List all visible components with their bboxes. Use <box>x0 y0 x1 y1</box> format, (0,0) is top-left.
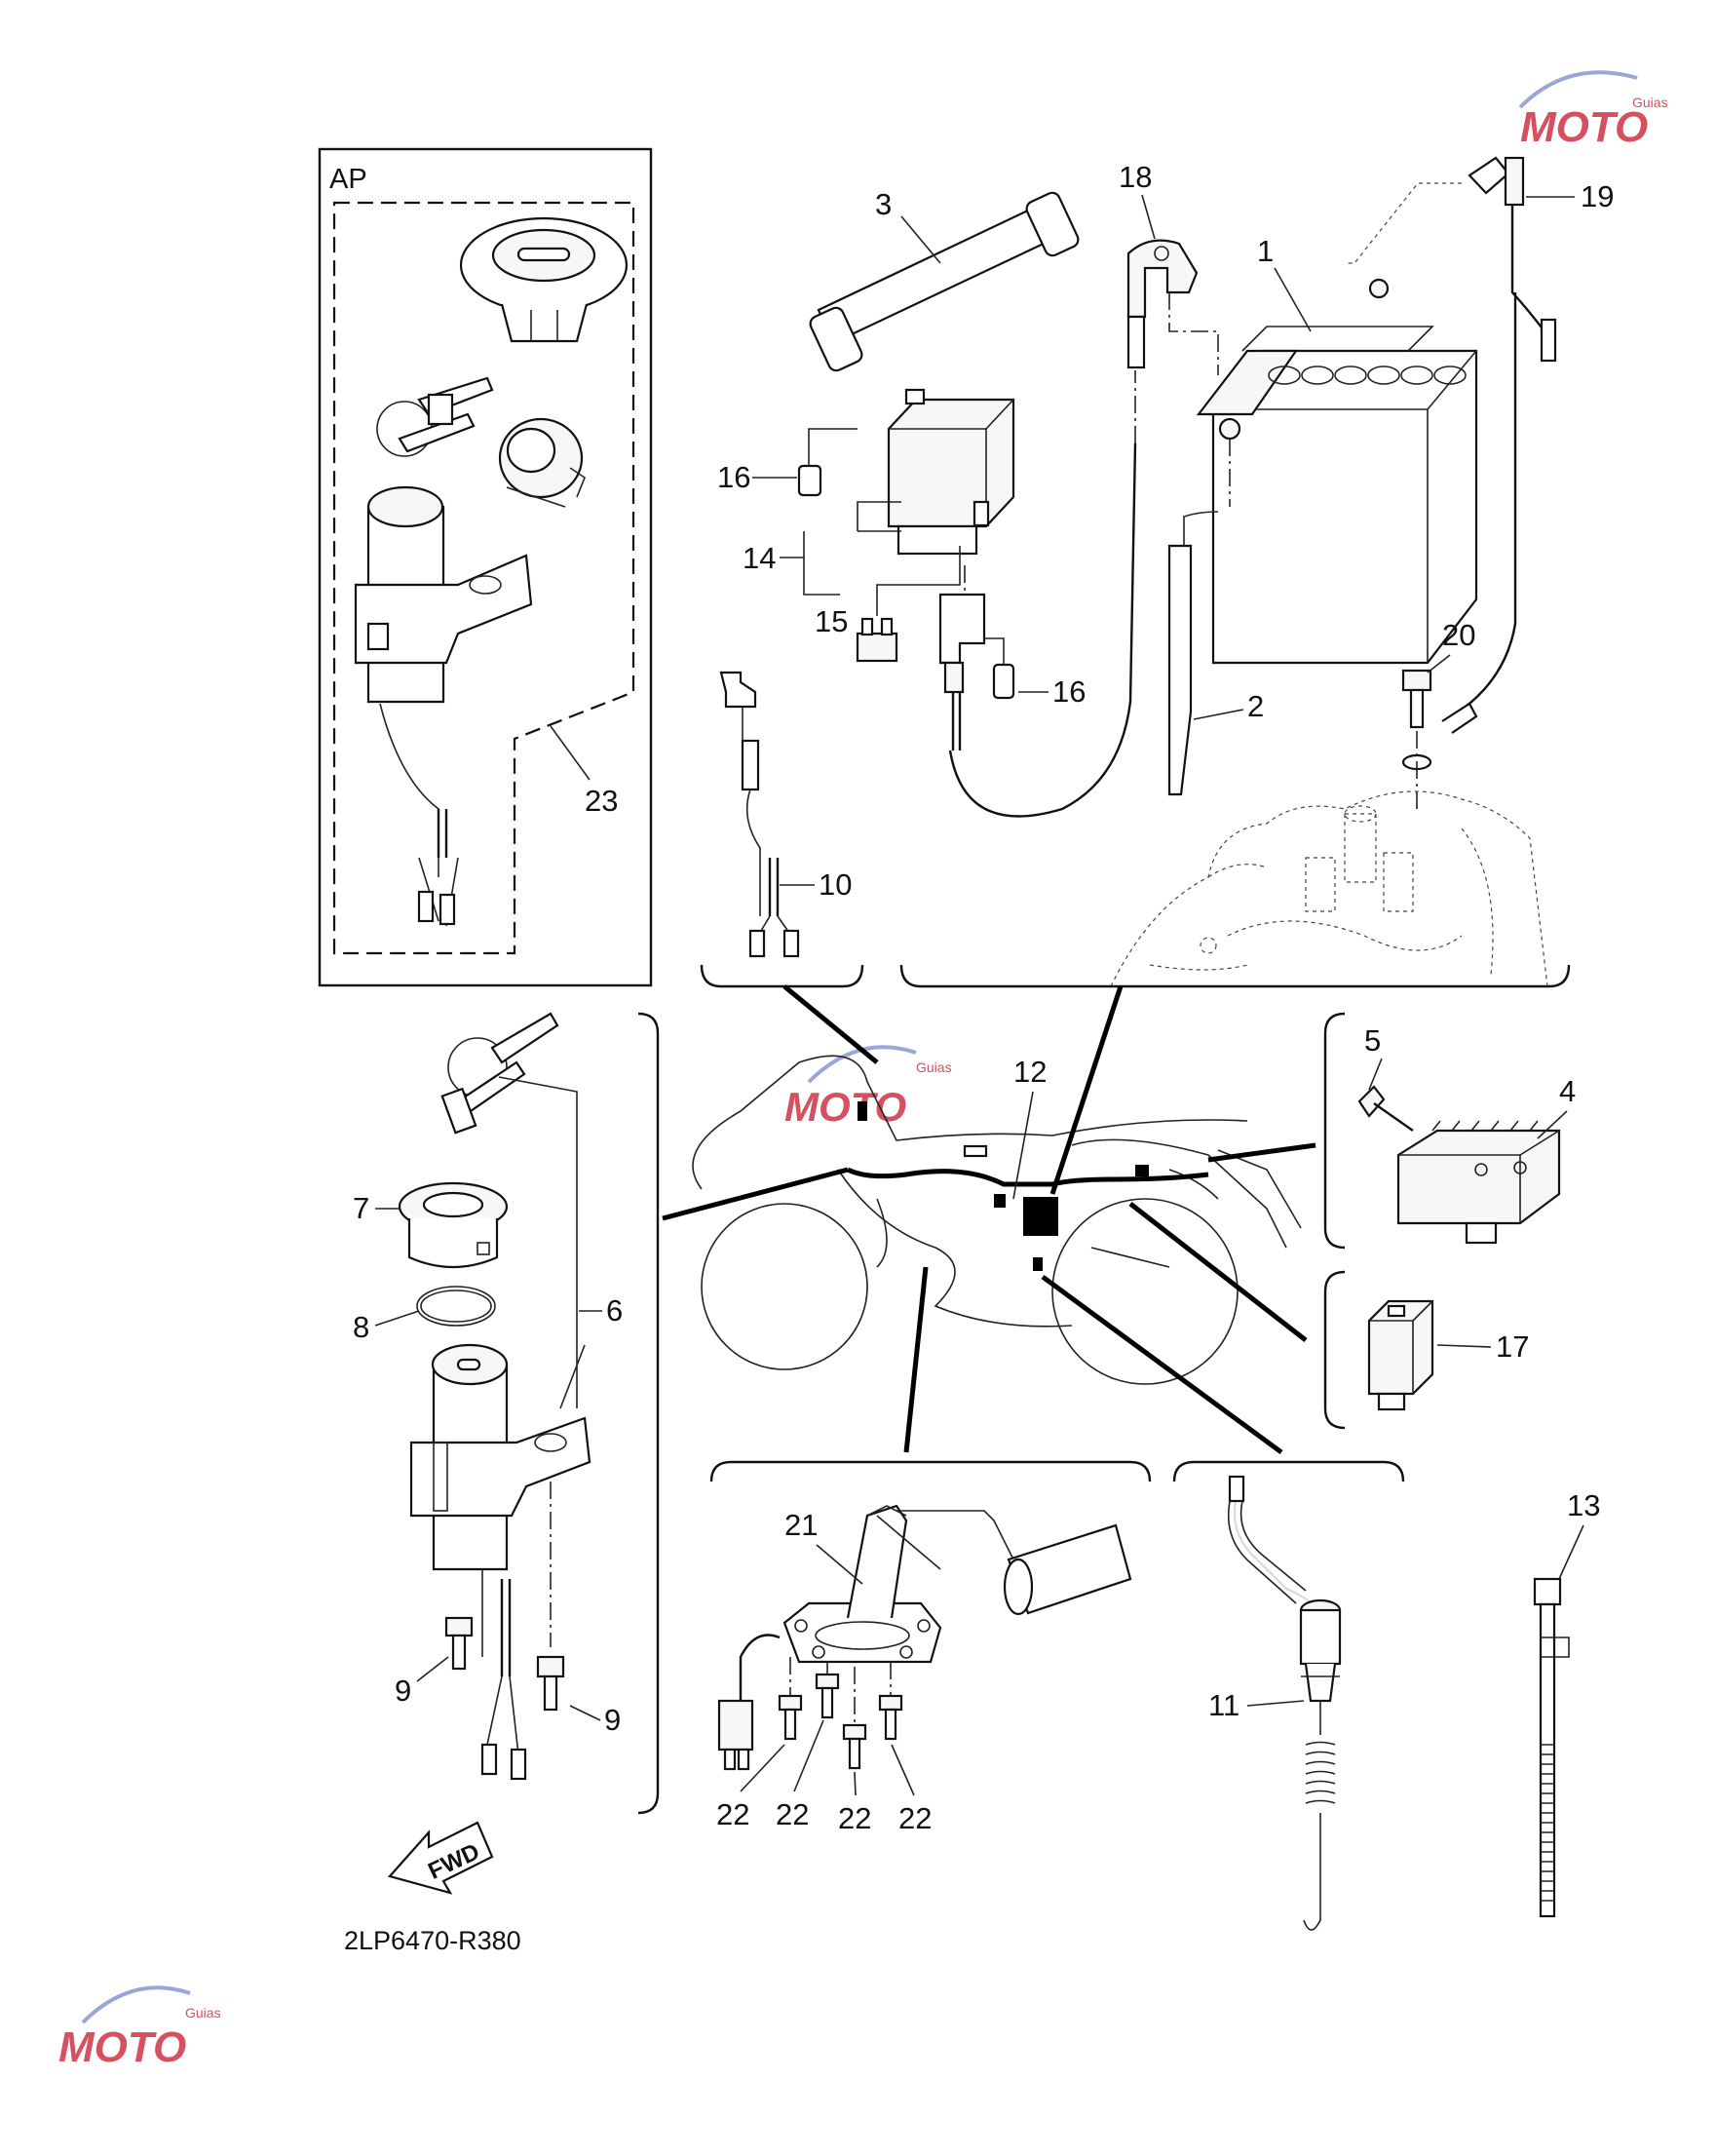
ap-label: AP <box>329 164 367 195</box>
ecu-box-part <box>1023 1197 1058 1236</box>
callout-9-left: 9 <box>395 1674 411 1708</box>
battery-part <box>1196 278 1478 665</box>
callout-22-c: 22 <box>838 1801 871 1835</box>
callout-4: 4 <box>1559 1074 1576 1108</box>
battery-band-part <box>809 191 1080 372</box>
main-switch-bolt-left <box>444 1616 474 1671</box>
callout-14: 14 <box>743 541 776 575</box>
ap-box-border <box>318 147 653 987</box>
svg-text:Guias: Guias <box>1632 95 1668 110</box>
svg-text:MOTO: MOTO <box>784 1084 906 1130</box>
sensor-part <box>1227 1475 1342 1931</box>
pointer-fuel-sender <box>903 1266 929 1453</box>
watermark-top-right: MOTO Guias <box>1518 70 1668 151</box>
callout-22-b: 22 <box>776 1797 809 1831</box>
svg-text:MOTO: MOTO <box>58 2023 186 2071</box>
leader-23 <box>550 725 591 781</box>
callout-21: 21 <box>784 1508 818 1542</box>
bracket-main-switch <box>637 1012 660 1815</box>
relay-connector-part <box>938 565 986 751</box>
cable-tie-part <box>1533 1577 1570 1918</box>
diagram-code: 2LP6470-R380 <box>344 1926 521 1955</box>
callout-22-a: 22 <box>716 1797 749 1831</box>
svg-text:MOTO: MOTO <box>1520 103 1648 151</box>
callout-22-d: 22 <box>898 1801 932 1835</box>
callout-2: 2 <box>1247 689 1264 723</box>
fuse-clip-part <box>856 617 898 663</box>
relay-17-part <box>1367 1299 1434 1411</box>
engine-phantom-outline <box>1110 790 1548 987</box>
callout-10: 10 <box>819 867 852 902</box>
bracket-rectifier <box>1323 1012 1346 1250</box>
leader-14-15 <box>803 531 840 596</box>
ap-ignition-switch-part <box>354 485 533 927</box>
starter-relay-part <box>887 388 1015 556</box>
wire-harness-part <box>846 1167 1209 1187</box>
starter-cable-part <box>948 443 1137 818</box>
callout-12: 12 <box>1013 1055 1047 1089</box>
watermark-center: MOTO Guias <box>784 1045 952 1130</box>
o-ring-part <box>416 1286 496 1327</box>
callout-23: 23 <box>585 784 618 818</box>
svg-text:Guias: Guias <box>185 2005 221 2021</box>
callout-8: 8 <box>353 1310 369 1344</box>
callout-7: 7 <box>353 1191 369 1225</box>
rectifier-regulator-part <box>1396 1120 1561 1245</box>
leader-3 <box>900 215 941 264</box>
callout-6: 6 <box>606 1293 623 1328</box>
callout-3: 3 <box>875 187 892 221</box>
svg-text:Guias: Guias <box>916 1059 952 1075</box>
ground-bolt-part <box>1401 669 1432 809</box>
pointer-main-switch <box>662 1167 849 1221</box>
fuel-cap-part <box>459 216 629 343</box>
sub-lead-part <box>719 671 800 958</box>
pointer-relay-17 <box>1128 1202 1308 1342</box>
fuel-sender-screws <box>778 1657 903 1770</box>
main-switch-body-part <box>409 1343 591 1781</box>
battery-cells <box>1268 366 1467 385</box>
relay-bolt-lower <box>984 637 1015 700</box>
lock-cylinder-part <box>498 417 586 508</box>
callout-17: 17 <box>1496 1329 1529 1364</box>
callout-16-upper: 16 <box>717 460 750 494</box>
main-switch-bolt-right <box>536 1482 565 1712</box>
callout-9-right: 9 <box>604 1703 621 1737</box>
rectifier-bolt-part <box>1357 1085 1414 1132</box>
bracket-relay-17 <box>1323 1270 1346 1430</box>
callout-1: 1 <box>1257 234 1274 268</box>
pointer-battery-group <box>1049 985 1124 1195</box>
fuel-sender-part <box>717 1504 1132 1771</box>
callout-5: 5 <box>1364 1023 1381 1058</box>
pointer-sensor <box>1041 1274 1283 1455</box>
forward-arrow: FWD <box>388 1821 494 1895</box>
ap-kit-box: AP <box>318 147 653 987</box>
pointer-rectifier <box>1207 1142 1316 1163</box>
negative-cable-part <box>1167 544 1193 796</box>
bracket-item-10 <box>700 964 864 988</box>
bracket-battery-group <box>899 964 1571 988</box>
ap-keys-part <box>376 376 494 457</box>
ap-kit-dashed-outline <box>332 201 635 955</box>
terminal-cover-part <box>1126 239 1199 369</box>
callout-15: 15 <box>815 604 848 638</box>
pointer-item-10 <box>782 984 879 1064</box>
relay-bolt-upper <box>797 428 858 497</box>
callout-18: 18 <box>1119 160 1152 194</box>
callout-20: 20 <box>1442 618 1475 652</box>
callout-11: 11 <box>1208 1688 1239 1722</box>
watermark-bottom-left: MOTO Guias <box>58 1985 221 2071</box>
main-switch-keys <box>440 1012 559 1135</box>
callout-19: 19 <box>1581 179 1614 213</box>
callout-13: 13 <box>1567 1488 1600 1522</box>
bracket-sensor <box>1172 1460 1405 1482</box>
callout-16-lower: 16 <box>1052 674 1086 709</box>
key-cover-part <box>398 1181 509 1269</box>
bracket-fuel-sender <box>709 1460 1152 1482</box>
